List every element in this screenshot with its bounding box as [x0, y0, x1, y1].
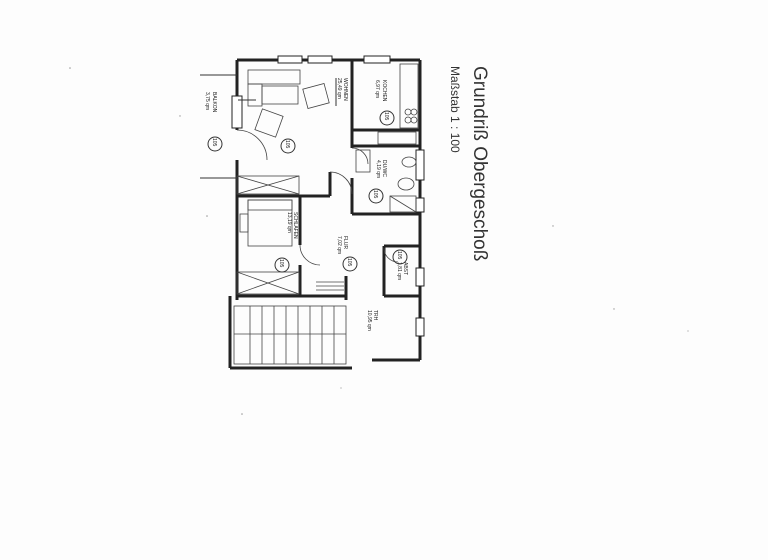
label-kochen: KOCHEN — [381, 80, 387, 102]
label-balkon: BALKON — [211, 92, 217, 113]
area-flur: 7,02 qm — [336, 236, 342, 254]
circle-balkon: 105 — [211, 138, 217, 147]
area-balkon: 3,75 qm — [204, 92, 210, 110]
area-abst: 1,81 qm — [396, 262, 402, 280]
label-schlafen: SCHLAFEN — [292, 212, 298, 239]
circle-abst: 105 — [396, 251, 402, 260]
area-tr: 10,95 qm — [366, 310, 372, 331]
scan-specks — [69, 67, 689, 415]
balcony — [200, 74, 243, 179]
room-markers — [207, 110, 408, 273]
plan-scale: Maßstab 1 : 100 — [448, 66, 462, 153]
circle-kochen: 105 — [383, 112, 389, 121]
plan-title: Grundriß Obergeschoß — [469, 66, 490, 261]
area-kochen: 6,97 qm — [374, 80, 380, 98]
living-room-furniture — [238, 69, 337, 138]
windows — [277, 55, 425, 337]
label-dusche: DU/WC — [381, 160, 387, 177]
area-dusche: 4,19 qm — [375, 160, 381, 178]
interior-walls — [237, 60, 420, 300]
bedroom-furniture — [236, 175, 300, 295]
label-flur: FLUR — [342, 236, 348, 249]
circle-flur: 105 — [346, 258, 352, 267]
label-tr: TRH — [372, 310, 378, 321]
staircase — [233, 281, 347, 365]
bathroom-fixtures — [355, 149, 417, 213]
area-schlafen: 13,19 qm — [286, 212, 292, 233]
label-abst: ABST — [402, 262, 408, 275]
label-wohnen: WOHNEN — [342, 78, 348, 101]
circle-wohnen: 105 — [284, 140, 290, 149]
kitchen-fixtures — [377, 63, 419, 145]
door-swings — [236, 129, 399, 266]
circle-schlafen: 105 — [278, 259, 284, 268]
circle-dusche: 105 — [372, 190, 378, 199]
area-wohnen: 25,49 qm — [336, 78, 342, 99]
